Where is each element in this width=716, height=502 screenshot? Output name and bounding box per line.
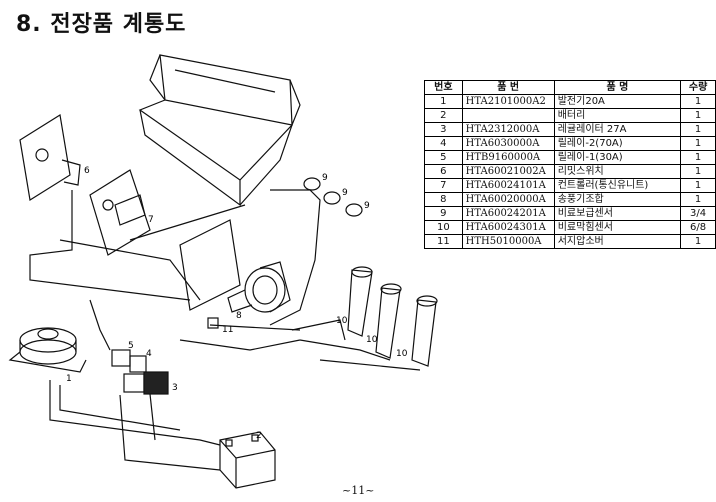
cell-name: 릴레이-2(70A) bbox=[553, 136, 682, 151]
cell-code: HTA60021002A bbox=[461, 164, 555, 179]
cell-qty: 6/8 bbox=[680, 220, 716, 235]
table-row: 8 HTA60020000A 송풍기조합 1 bbox=[424, 192, 716, 207]
cell-no: 9 bbox=[424, 206, 463, 221]
cell-name: 송풍기조합 bbox=[553, 192, 682, 207]
cell-name: 서지압소버 bbox=[553, 234, 682, 249]
cell-qty: 1 bbox=[680, 136, 716, 151]
callout-label: 7 bbox=[148, 215, 154, 225]
callout-label: 6 bbox=[84, 166, 90, 176]
callout-label: 11 bbox=[222, 325, 233, 335]
page-number: ~11~ bbox=[342, 484, 375, 497]
cell-qty: 1 bbox=[680, 150, 716, 165]
cell-name: 릴레이-1(30A) bbox=[553, 150, 682, 165]
cell-code: HTA60020000A bbox=[461, 192, 555, 207]
table-row: 3 HTA2312000A 레귤레이터 27A 1 bbox=[424, 122, 716, 137]
cell-name: 레귤레이터 27A bbox=[553, 122, 682, 137]
cell-qty: 1 bbox=[680, 94, 716, 109]
cell-no: 7 bbox=[424, 178, 463, 193]
table-row: 5 HTB9160000A 릴레이-1(30A) 1 bbox=[424, 150, 716, 165]
callout-label: 2 bbox=[256, 431, 262, 441]
cell-qty: 1 bbox=[680, 192, 716, 207]
cell-name: 발전기20A bbox=[553, 94, 682, 109]
table-row: 4 HTA6030000A 릴레이-2(70A) 1 bbox=[424, 136, 716, 151]
table-row: 9 HTA60024201A 비료보급센서 3/4 bbox=[424, 206, 716, 221]
cell-qty: 1 bbox=[680, 234, 716, 249]
callout-label: 1 bbox=[66, 374, 72, 384]
cell-code: HTA60024101A bbox=[461, 178, 555, 193]
callout-label: 9 bbox=[364, 201, 370, 211]
cell-qty: 1 bbox=[680, 122, 716, 137]
cell-name: 컨트롤러(통신유니트) bbox=[553, 178, 682, 193]
table-row: 1 HTA2101000A2 발전기20A 1 bbox=[424, 94, 716, 109]
header-part-name: 품 명 bbox=[553, 80, 682, 95]
cell-no: 11 bbox=[424, 234, 463, 249]
cell-code: HTA6030000A bbox=[461, 136, 555, 151]
cell-qty: 1 bbox=[680, 164, 716, 179]
cell-no: 10 bbox=[424, 220, 463, 235]
cell-no: 1 bbox=[424, 94, 463, 109]
parts-table: 번호 품 번 품 명 수량 1 HTA2101000A2 발전기20A 1 2 … bbox=[424, 80, 716, 249]
table-header-row: 번호 품 번 품 명 수량 bbox=[424, 80, 716, 95]
header-quantity: 수량 bbox=[680, 80, 716, 95]
callout-label: 10 bbox=[396, 349, 408, 359]
cell-no: 3 bbox=[424, 122, 463, 137]
cell-code: HTA60024301A bbox=[461, 220, 555, 235]
cell-qty: 1 bbox=[680, 108, 716, 123]
cell-name: 배터리 bbox=[553, 108, 682, 123]
callout-label: 10 bbox=[336, 316, 348, 326]
page-title: 8. 전장품 계통도 bbox=[16, 12, 187, 37]
cell-code: HTA2312000A bbox=[461, 122, 555, 137]
cell-code: HTA2101000A2 bbox=[461, 94, 555, 109]
callout-label: 10 bbox=[366, 335, 378, 345]
cell-code: HTB9160000A bbox=[461, 150, 555, 165]
callout-label: 8 bbox=[236, 311, 242, 321]
cell-code bbox=[461, 108, 555, 123]
callout-label: 5 bbox=[128, 341, 134, 351]
callout-label: 3 bbox=[172, 383, 178, 393]
table-row: 10 HTA60024301A 비료막힘센서 6/8 bbox=[424, 220, 716, 235]
callout-label: 9 bbox=[322, 173, 328, 183]
cell-no: 5 bbox=[424, 150, 463, 165]
header-no: 번호 bbox=[424, 80, 463, 95]
header-part-number: 품 번 bbox=[461, 80, 555, 95]
cell-no: 2 bbox=[424, 108, 463, 123]
table-row: 7 HTA60024101A 컨트롤러(통신유니트) 1 bbox=[424, 178, 716, 193]
cell-no: 6 bbox=[424, 164, 463, 179]
cell-qty: 3/4 bbox=[680, 206, 716, 221]
table-row: 2 배터리 1 bbox=[424, 108, 716, 123]
callout-label: 4 bbox=[146, 349, 152, 359]
table-row: 6 HTA60021002A 리밋스위치 1 bbox=[424, 164, 716, 179]
cell-code: HTA60024201A bbox=[461, 206, 555, 221]
callout-label: 9 bbox=[342, 188, 348, 198]
cell-name: 비료막힘센서 bbox=[553, 220, 682, 235]
cell-qty: 1 bbox=[680, 178, 716, 193]
cell-code: HTH5010000A bbox=[461, 234, 555, 249]
cell-name: 비료보급센서 bbox=[553, 206, 682, 221]
cell-no: 4 bbox=[424, 136, 463, 151]
cell-no: 8 bbox=[424, 192, 463, 207]
cell-name: 리밋스위치 bbox=[553, 164, 682, 179]
table-row: 11 HTH5010000A 서지압소버 1 bbox=[424, 234, 716, 249]
